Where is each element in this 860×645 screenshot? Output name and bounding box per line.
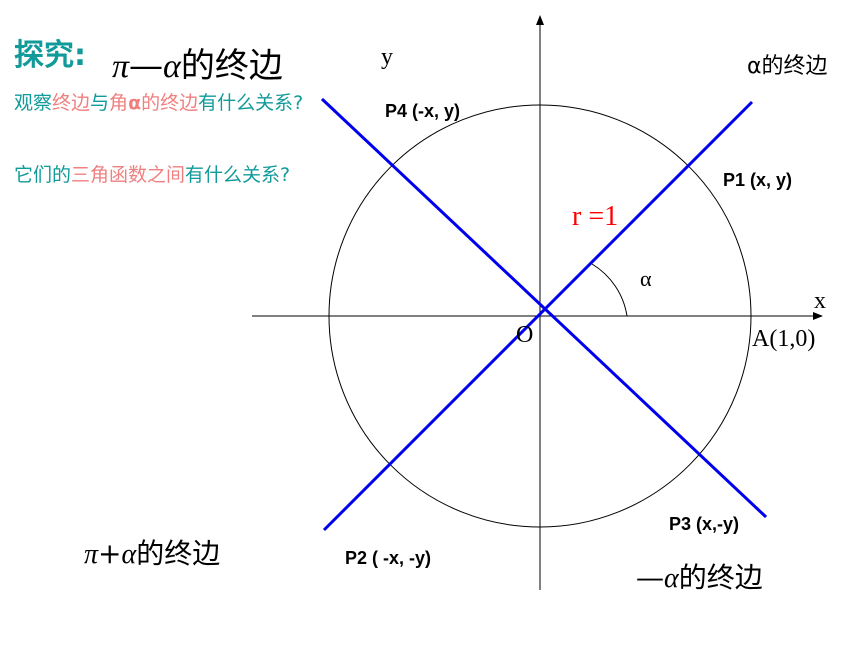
minus-alpha-terminal-side-label: —α的终边	[636, 561, 763, 594]
radius-label: r =1	[572, 201, 619, 232]
origin-label: O	[516, 322, 534, 348]
x-axis-label: x	[814, 288, 826, 314]
question-2: 它们的三角函数之间有什么关系?	[14, 164, 291, 186]
point-a-label: A(1,0)	[752, 326, 816, 352]
point-p4-label: P4 (-x, y)	[385, 101, 461, 121]
section-title: 探究:	[14, 38, 86, 73]
alpha-terminal-side-label: α的终边	[747, 54, 828, 79]
pi-plus-alpha-terminal-side-label: π+α的终边	[84, 537, 221, 570]
angle-arc	[591, 263, 628, 317]
terminal-line-pi-minus-alpha	[322, 100, 754, 532]
angle-alpha-label: α	[640, 266, 652, 291]
question-1: 观察终边与角α的终边有什么关系?	[14, 92, 304, 114]
point-p2-label: P2 ( -x, -y)	[345, 548, 432, 568]
subtitle: π—α的终边	[112, 46, 283, 86]
point-p1-label: P1 (x, y)	[723, 170, 793, 190]
y-axis-label: y	[381, 44, 393, 70]
point-p3-label: P3 (x,-y)	[669, 514, 740, 534]
